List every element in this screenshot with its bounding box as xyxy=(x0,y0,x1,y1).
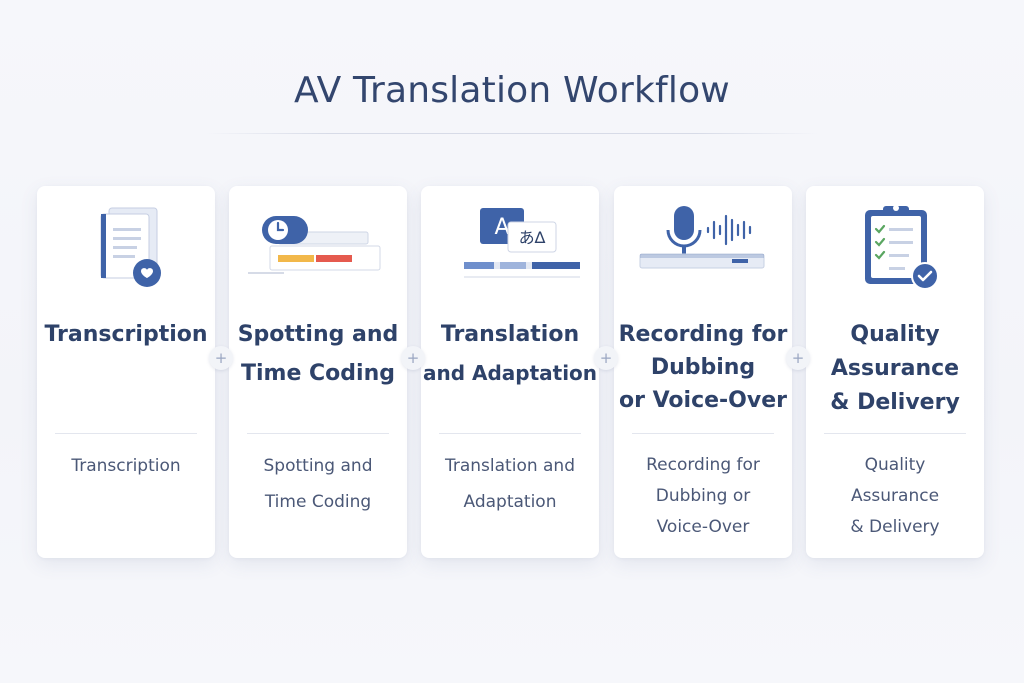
step-heading: Translation and Adaptation xyxy=(422,322,598,385)
step-description: Recording for Dubbing or Voice-Over xyxy=(646,455,760,537)
step-card-recording: Recording for Dubbing or Voice-Over Reco… xyxy=(614,186,792,558)
translate-icon: A あ∆ xyxy=(421,198,599,298)
step-description: Quality Assurance & Delivery xyxy=(850,455,940,537)
step-connector: + xyxy=(209,346,233,370)
step-connector: + xyxy=(401,346,425,370)
step-connector: + xyxy=(786,346,810,370)
page-title: AV Translation Workflow xyxy=(294,70,730,111)
step-card-quality: Quality Assurance & Delivery Quality Ass… xyxy=(806,186,984,558)
card-divider xyxy=(824,433,966,434)
card-divider xyxy=(439,433,581,434)
step-description: Spotting and Time Coding xyxy=(263,456,373,512)
clipboard-check-icon xyxy=(806,198,984,298)
step-heading: Quality Assurance & Delivery xyxy=(830,322,960,415)
step-description: Transcription xyxy=(71,456,181,476)
step-connector: + xyxy=(594,346,618,370)
clock-timeline-icon xyxy=(229,198,407,298)
step-description: Translation and Adaptation xyxy=(444,456,575,512)
card-divider xyxy=(247,433,389,434)
title-divider xyxy=(205,133,819,134)
microphone-waveform-icon xyxy=(614,198,792,298)
step-card-transcription: Transcription Transcription xyxy=(37,186,215,558)
step-card-translation: A あ∆ Translation and Adaptation Translat… xyxy=(421,186,599,558)
card-divider xyxy=(55,433,197,434)
document-heart-icon xyxy=(37,198,215,298)
translate-glyph-target: あ∆ xyxy=(519,228,546,247)
step-heading: Transcription xyxy=(44,322,208,347)
step-heading: Spotting and Time Coding xyxy=(237,322,399,386)
step-card-spotting: Spotting and Time Coding Spotting and Ti… xyxy=(229,186,407,558)
translate-glyph-a: A xyxy=(494,215,509,240)
card-divider xyxy=(632,433,774,434)
step-heading: Recording for Dubbing or Voice-Over xyxy=(618,322,788,413)
